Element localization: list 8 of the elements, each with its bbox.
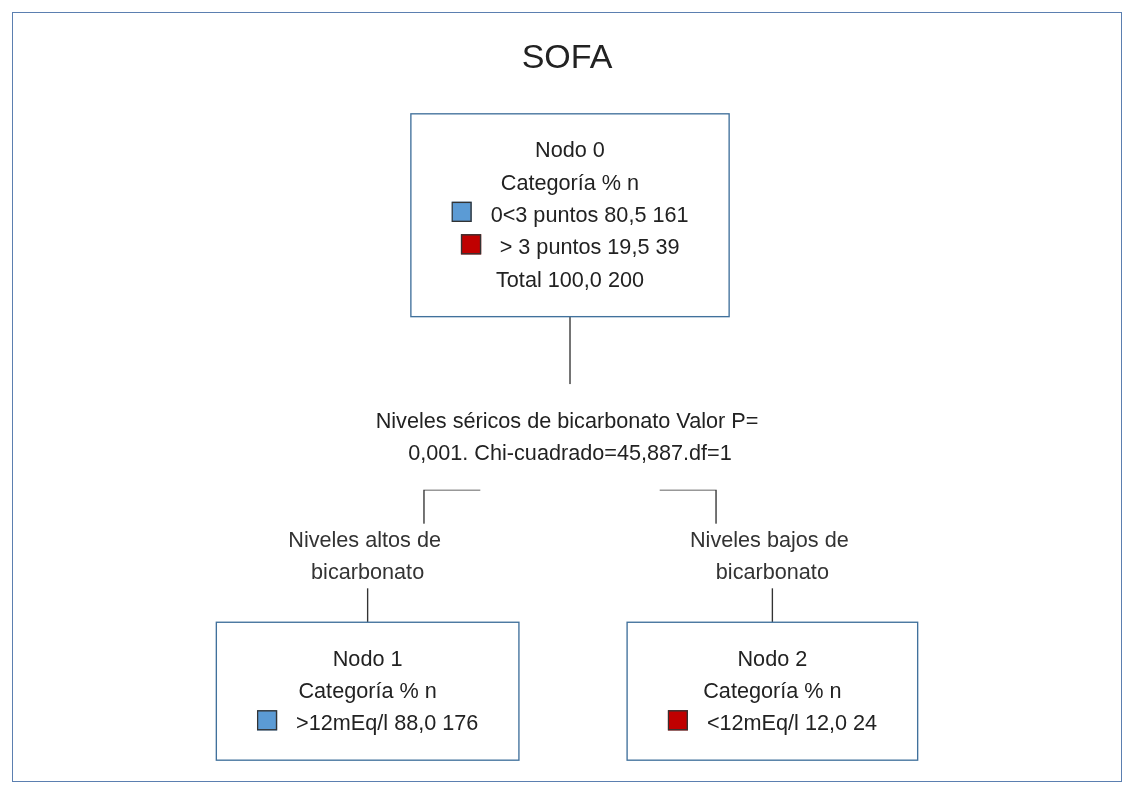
node-box: Nodo 0 Categoría % n 0<3 puntos 80,5 161 > 3 puntos 19,5 39 Total 100,0 200 (410, 113, 730, 318)
connector (569, 315, 571, 385)
node-box: Nodo 2 Categoría % n <12mEq/l 12,0 24 (626, 621, 919, 761)
edge-label: Niveles bajos de bicarbonato (690, 527, 849, 584)
node-box: Nodo 1 Categoría % n >12mEq/l 88,0 176 (215, 621, 520, 761)
node-text: Niveles séricos de bicarbonato Valor P= 0,001. Chi-cuadrado=45,887.df=1 (375, 408, 759, 465)
edge-label: Niveles altos de bicarbonato (288, 527, 441, 584)
diagram-title: SOFA (520, 37, 614, 76)
